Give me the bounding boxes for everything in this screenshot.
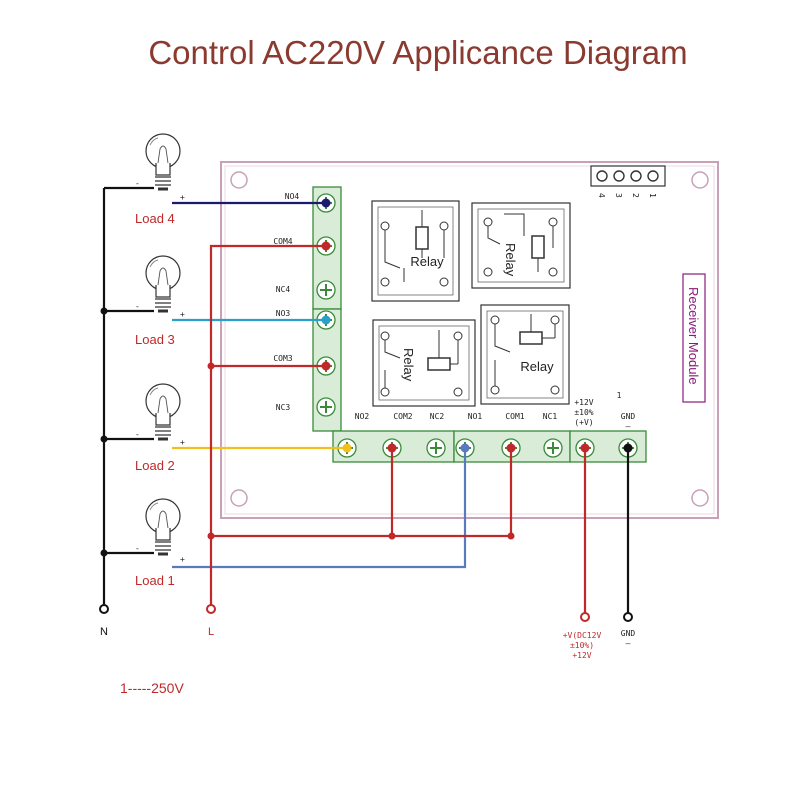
load-label-3: Load 3 [135,332,175,347]
light-bulb-icon [145,255,181,313]
terminal-screw-icon [316,397,336,417]
load-labels: Load 4 Load 3 Load 2 Load 1 - + - + - + … [135,179,185,588]
light-bulb-icon [145,383,181,441]
load-plus-4: + [180,193,185,202]
terminal-gnd-icon [623,612,633,622]
label-l: L [208,626,214,638]
mount-hole-icon [691,489,709,507]
mount-hole-icon [230,489,248,507]
relay-1: Relay [371,200,460,302]
terminal-screw-icon [316,280,336,300]
module-label-box: Receiver Module [682,273,706,403]
load-minus-1: - [135,544,140,553]
mount-hole-icon [691,171,709,189]
label-n: N [100,626,108,638]
pin-label: 3 [614,193,623,198]
load-plus-1: + [180,555,185,564]
power-label-tolerance: ±10% [574,408,593,417]
terminal-label-nc4: NC4 [276,285,291,294]
pin-label: 4 [597,193,606,198]
light-bulb-icon [145,133,181,191]
junctions [100,307,515,557]
bottom-terminal-labels: NO2 COM2 NC2 NO1 COM1 NC1 +12V ±10% (+V)… [355,391,636,431]
relay-label: Relay [410,254,444,269]
open-terminals [99,604,633,622]
power-label-note: 1 [617,391,622,400]
pin-label: 1 [648,193,657,198]
left-terminal-labels: NO4 COM4 NC4 NO3 COM3 NC3 [273,192,299,412]
dc-label-2: ±10%) [570,641,594,650]
terminal-screw-icon [575,438,595,458]
terminal-screw-icon [543,438,563,458]
wire-load1-no1 [172,448,467,569]
relay-3: Relay [372,319,476,407]
load-plus-2: + [180,438,185,447]
load-plus-3: + [180,310,185,319]
dc-label-3: +12V [572,651,591,660]
power-label-gnd: GND [621,412,636,421]
load-minus-3: - [135,302,140,311]
terminal-dcplus-icon [580,612,590,622]
gnd-bottom-label: GND [621,629,636,638]
live-wire [209,244,326,605]
left-terminal-block [312,186,342,432]
relay-label: Relay [520,359,554,374]
terminal-screw-icon [426,438,446,458]
load-minus-4: - [135,179,140,188]
terminal-label-no4: NO4 [285,192,300,201]
load-label-1: Load 1 [135,573,175,588]
terminal-l-icon [206,604,216,614]
terminal-label-com3: COM3 [273,354,292,363]
relay-label: Relay [503,243,518,277]
pin-header: 4 3 2 1 [590,165,666,198]
load-label-2: Load 2 [135,458,175,473]
terminal-n-icon [99,604,109,614]
terminal-label-com1: COM1 [505,412,524,421]
terminal-label-nc2: NC2 [430,412,445,421]
relay-4: Relay [480,304,570,405]
module-label: Receiver Module [686,287,701,385]
diagram-title: Control AC220V Applicance Diagram [148,34,687,71]
pin-label: 2 [631,193,640,198]
terminal-label-no1: NO1 [468,412,483,421]
terminal-label-com2: COM2 [393,412,412,421]
dc-label-1: +V(DC12V [563,631,602,640]
relay-2: Relay [471,202,571,289]
light-bulb-icon [145,498,181,556]
relay-label: Relay [401,348,416,382]
load-minus-2: - [135,430,140,439]
power-label-plus: +12V [574,398,593,407]
power-label-gnd-bar: — [626,422,631,431]
load-label-4: Load 4 [135,211,175,226]
terminal-label-no2: NO2 [355,412,370,421]
terminal-label-nc1: NC1 [543,412,558,421]
mount-hole-icon [230,171,248,189]
terminal-label-no3: NO3 [276,309,291,318]
terminal-label-com4: COM4 [273,237,292,246]
power-label-v: (+V) [574,418,593,427]
terminal-label-nc3: NC3 [276,403,291,412]
voltage-range: 1-----250V [120,680,184,696]
gnd-bottom-bar: — [626,639,631,648]
bottom-terminal-block [332,430,647,463]
